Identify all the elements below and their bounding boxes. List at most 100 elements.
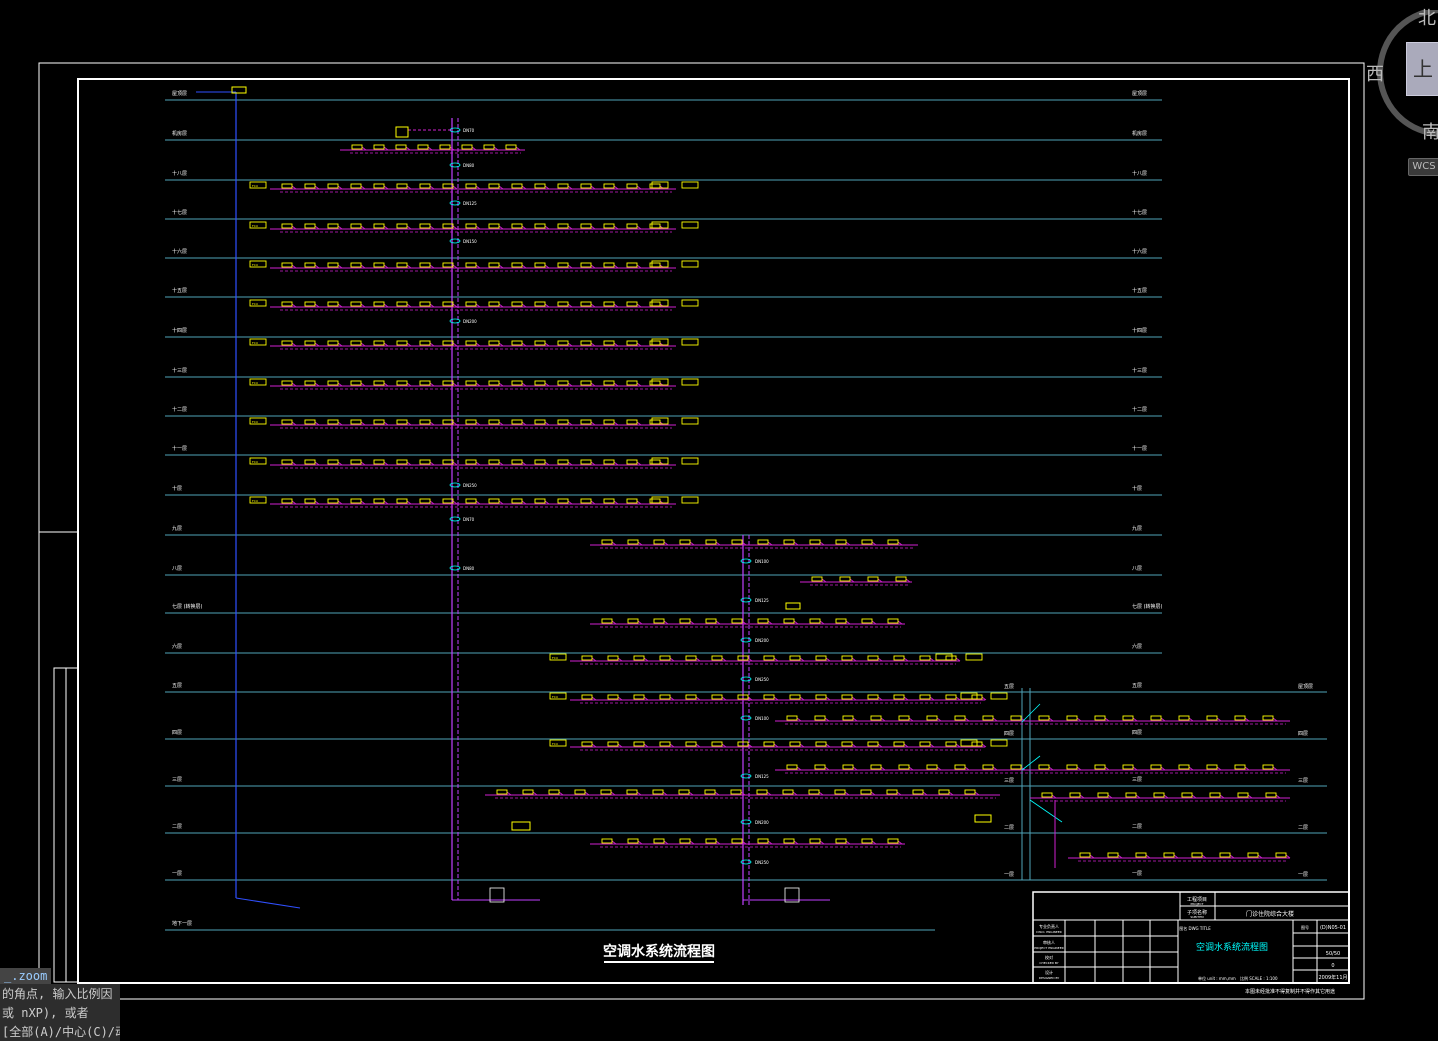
fan-coil-unit xyxy=(839,576,851,582)
fan-coil-unit xyxy=(304,498,316,504)
annex-floor-label-right: 二层 xyxy=(1298,825,1308,831)
unit-connector xyxy=(825,657,831,662)
unit-connector xyxy=(851,657,857,662)
viewcube-west[interactable]: 西 xyxy=(1366,64,1384,85)
unit-connector xyxy=(291,461,297,466)
fan-coil-unit xyxy=(649,380,661,386)
unit-connector xyxy=(383,303,389,308)
fan-coil-unit xyxy=(534,498,546,504)
fan-coil-unit xyxy=(534,223,546,229)
viewcube-north[interactable]: 北 xyxy=(1418,8,1436,29)
viewcube-ring xyxy=(1377,10,1438,137)
air-handler-unit xyxy=(651,221,669,229)
fan-coil-unit xyxy=(304,419,316,425)
fan-coil-unit xyxy=(1234,715,1246,721)
unit-connector xyxy=(908,717,914,722)
fan-coil-unit xyxy=(649,262,661,268)
unit-connector xyxy=(844,791,850,796)
unit-connector xyxy=(669,743,675,748)
unit-connector xyxy=(590,382,596,387)
unit-connector xyxy=(544,264,550,269)
fan-coil-unit xyxy=(1191,852,1203,858)
fan-coil-unit xyxy=(809,838,821,844)
unit-connector xyxy=(773,657,779,662)
command-line[interactable]: _.zoom 的角点, 输入比例因 或 nXP), 或者 [全部(A)/中心(C… xyxy=(0,968,120,1041)
unit-connector xyxy=(611,620,617,625)
unit-connector xyxy=(360,461,366,466)
unit-connector xyxy=(662,791,668,796)
pipe-size-marker xyxy=(740,558,752,564)
title-block: 工程项目 PROJECT 子项名称 SUBITEM 门诊住院综合大楼 专业负责人… xyxy=(1032,891,1350,995)
sheet-outer-frame xyxy=(38,62,1365,1000)
annex-floor-label-right: 屋顶层 xyxy=(1298,684,1313,690)
fan-coil-unit xyxy=(649,340,661,346)
fan-coil-unit xyxy=(511,459,523,465)
fan-coil-unit xyxy=(1010,715,1022,721)
unit-connector xyxy=(955,696,961,701)
pump xyxy=(489,887,505,903)
unit-connector xyxy=(613,185,619,190)
floor-label-right: 五层 xyxy=(1132,683,1142,689)
unit-connector xyxy=(992,766,998,771)
fan-coil-unit xyxy=(763,655,775,661)
unit-connector xyxy=(721,743,727,748)
air-handler-unit xyxy=(651,260,669,268)
pipe-size-marker xyxy=(449,200,461,206)
blue-pipe-drop xyxy=(235,897,301,909)
air-handler-unit xyxy=(249,181,267,189)
unit-connector xyxy=(974,791,980,796)
unit-connector xyxy=(955,743,961,748)
fan-coil-unit xyxy=(465,498,477,504)
fan-coil-unit xyxy=(1219,852,1231,858)
fan-coil-unit xyxy=(350,459,362,465)
unit-connector xyxy=(851,743,857,748)
unit-connector xyxy=(1229,854,1235,859)
viewcube-south[interactable]: 南 xyxy=(1422,122,1438,143)
unit-connector xyxy=(406,382,412,387)
fan-coil-unit xyxy=(887,838,899,844)
fan-coil-unit xyxy=(281,498,293,504)
fan-coil-unit xyxy=(461,144,473,150)
unit-connector xyxy=(659,382,665,387)
viewcube[interactable]: 北 西 南 上 WCS xyxy=(1366,8,1438,176)
fan-coil-unit xyxy=(1097,792,1109,798)
floor-lines-group xyxy=(165,99,1327,931)
unit-connector xyxy=(521,303,527,308)
fan-coil-unit xyxy=(601,618,613,624)
unit-connector xyxy=(741,840,747,845)
pipe-size-label: DN200 xyxy=(755,820,769,825)
fan-coil-unit xyxy=(649,459,661,465)
fan-coil-unit xyxy=(327,340,339,346)
unit-connector xyxy=(1272,766,1278,771)
fan-coil-unit xyxy=(281,183,293,189)
fan-coil-unit xyxy=(557,498,569,504)
unit-connector xyxy=(429,500,435,505)
fan-coil-unit xyxy=(522,789,534,795)
command-line-2: 或 nXP), 或者 xyxy=(0,1003,120,1022)
fan-coil-unit xyxy=(633,741,645,747)
fan-coil-unit xyxy=(557,301,569,307)
fan-coil-unit xyxy=(603,223,615,229)
viewcube-top-face[interactable]: 上 xyxy=(1406,42,1438,96)
pipe-size-marker xyxy=(449,318,461,324)
fan-coil-unit xyxy=(659,694,671,700)
tb-sub-label: 子项名称 xyxy=(1187,909,1207,916)
unit-connector xyxy=(1076,766,1082,771)
unit-connector xyxy=(663,541,669,546)
tb-scale: 比例 SCALE : 1:100 xyxy=(1240,975,1278,981)
fan-coil-unit xyxy=(442,380,454,386)
fan-coil-unit xyxy=(834,789,846,795)
fan-coil-unit xyxy=(649,498,661,504)
fan-coil-unit xyxy=(511,419,523,425)
unit-connector xyxy=(567,421,573,426)
fan-coil-unit xyxy=(557,183,569,189)
fan-coil-unit xyxy=(679,539,691,545)
unit-connector xyxy=(498,225,504,230)
wcs-button[interactable]: WCS xyxy=(1408,158,1438,176)
unit-connector xyxy=(796,717,802,722)
floor-label-left: 地下一层 xyxy=(172,920,192,927)
pipe-size-marker xyxy=(740,819,752,825)
unit-connector xyxy=(613,382,619,387)
fan-coil-unit xyxy=(704,789,716,795)
